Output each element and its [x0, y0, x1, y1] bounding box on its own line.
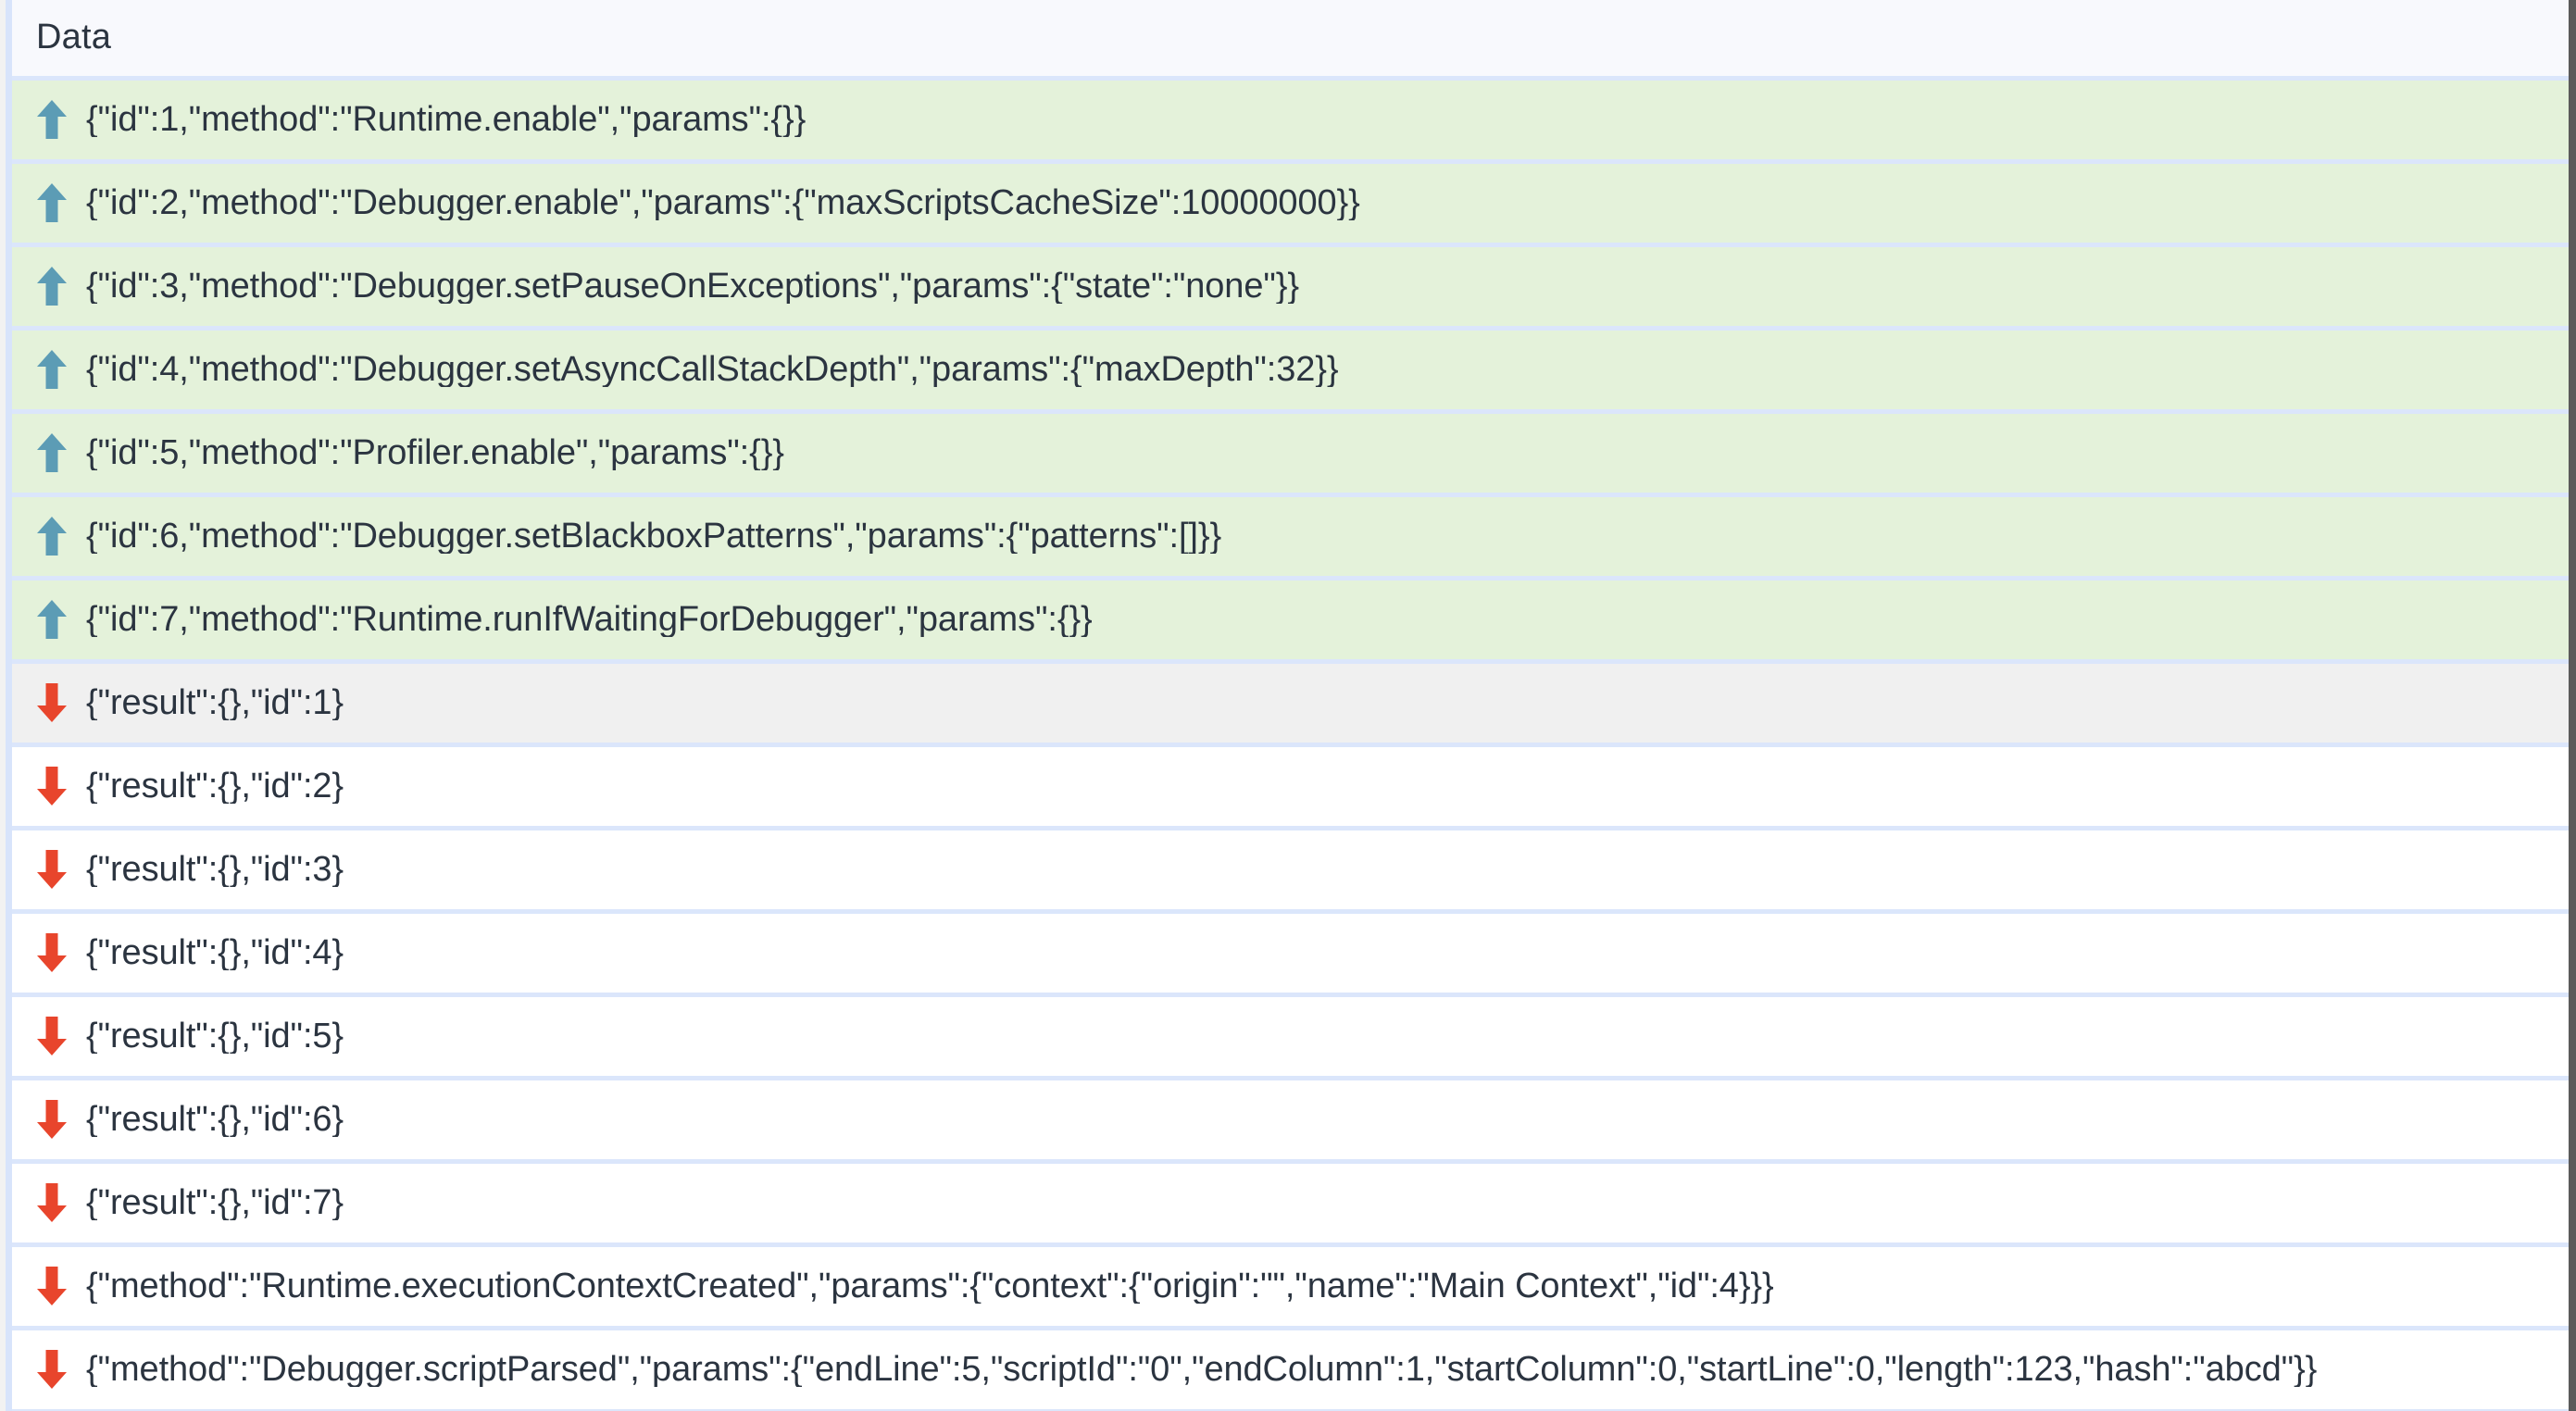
arrow-down-icon: [36, 931, 68, 974]
arrow-down-icon: [36, 1348, 68, 1391]
arrow-down-icon: [36, 1098, 68, 1141]
arrow-down-icon: [36, 681, 68, 724]
row-content: {"id":7,"method":"Runtime.runIfWaitingFo…: [36, 581, 2569, 657]
row-content: {"id":4,"method":"Debugger.setAsyncCallS…: [36, 331, 2569, 407]
message-cell[interactable]: {"id":5,"method":"Profiler.enable","para…: [6, 411, 2569, 497]
table-row-received[interactable]: {"result":{},"id":4}: [6, 911, 2569, 997]
message-cell[interactable]: {"result":{},"id":2}: [6, 744, 2569, 830]
message-cell[interactable]: {"result":{},"id":5}: [6, 994, 2569, 1080]
row-content: {"result":{},"id":6}: [36, 1080, 2569, 1157]
message-cell[interactable]: {"method":"Debugger.scriptParsed","param…: [6, 1328, 2569, 1411]
message-cell[interactable]: {"id":6,"method":"Debugger.setBlackboxPa…: [6, 494, 2569, 581]
message-cell[interactable]: {"result":{},"id":4}: [6, 911, 2569, 997]
message-cell[interactable]: {"result":{},"id":7}: [6, 1161, 2569, 1247]
message-text: {"method":"Debugger.scriptParsed","param…: [86, 1352, 2318, 1387]
arrow-up-icon: [36, 348, 68, 391]
row-content: {"id":2,"method":"Debugger.enable","para…: [36, 164, 2569, 241]
arrow-up-icon: [36, 598, 68, 641]
message-text: {"result":{},"id":6}: [86, 1102, 344, 1137]
table-row-sent[interactable]: {"id":6,"method":"Debugger.setBlackboxPa…: [6, 494, 2569, 581]
message-log-table: Data {"id":1,"method":"Runtime.enable","…: [6, 0, 2569, 1411]
arrow-up-icon: [36, 431, 68, 474]
row-content: {"id":3,"method":"Debugger.setPauseOnExc…: [36, 247, 2569, 324]
row-content: {"method":"Debugger.scriptParsed","param…: [36, 1330, 2569, 1407]
table-header-row: Data: [6, 0, 2569, 81]
row-content: {"result":{},"id":2}: [36, 747, 2569, 824]
message-cell[interactable]: {"result":{},"id":6}: [6, 1078, 2569, 1164]
table-row-received[interactable]: {"result":{},"id":6}: [6, 1078, 2569, 1164]
row-content: {"result":{},"id":5}: [36, 997, 2569, 1074]
row-content: {"id":5,"method":"Profiler.enable","para…: [36, 414, 2569, 491]
table-row-received[interactable]: {"result":{},"id":1}: [6, 661, 2569, 747]
message-cell[interactable]: {"id":1,"method":"Runtime.enable","param…: [6, 78, 2569, 164]
message-text: {"id":1,"method":"Runtime.enable","param…: [86, 102, 807, 137]
message-text: {"result":{},"id":5}: [86, 1018, 344, 1054]
row-content: {"result":{},"id":7}: [36, 1164, 2569, 1241]
table-row-sent[interactable]: {"id":5,"method":"Profiler.enable","para…: [6, 411, 2569, 497]
message-text: {"result":{},"id":3}: [86, 852, 344, 887]
message-text: {"result":{},"id":2}: [86, 768, 344, 804]
table-row-sent[interactable]: {"id":1,"method":"Runtime.enable","param…: [6, 78, 2569, 164]
message-text: {"id":7,"method":"Runtime.runIfWaitingFo…: [86, 602, 1093, 637]
arrow-down-icon: [36, 848, 68, 891]
arrow-up-icon: [36, 265, 68, 307]
row-content: {"result":{},"id":3}: [36, 830, 2569, 907]
table-row-sent[interactable]: {"id":3,"method":"Debugger.setPauseOnExc…: [6, 244, 2569, 331]
message-text: {"result":{},"id":1}: [86, 685, 344, 720]
message-cell[interactable]: {"result":{},"id":1}: [6, 661, 2569, 747]
message-text: {"id":3,"method":"Debugger.setPauseOnExc…: [86, 268, 1299, 304]
table-row-received[interactable]: {"result":{},"id":7}: [6, 1161, 2569, 1247]
arrow-down-icon: [36, 1265, 68, 1307]
message-cell[interactable]: {"id":4,"method":"Debugger.setAsyncCallS…: [6, 328, 2569, 414]
arrow-up-icon: [36, 98, 68, 141]
message-cell[interactable]: {"id":3,"method":"Debugger.setPauseOnExc…: [6, 244, 2569, 331]
table-row-sent[interactable]: {"id":2,"method":"Debugger.enable","para…: [6, 161, 2569, 247]
arrow-down-icon: [36, 1015, 68, 1057]
message-cell[interactable]: {"id":7,"method":"Runtime.runIfWaitingFo…: [6, 578, 2569, 664]
message-text: {"result":{},"id":4}: [86, 935, 344, 970]
message-text: {"id":4,"method":"Debugger.setAsyncCallS…: [86, 352, 1339, 387]
table-row-received[interactable]: {"result":{},"id":3}: [6, 828, 2569, 914]
message-text: {"id":2,"method":"Debugger.enable","para…: [86, 185, 1360, 220]
table-body: {"id":1,"method":"Runtime.enable","param…: [6, 78, 2569, 1411]
message-text: {"id":6,"method":"Debugger.setBlackboxPa…: [86, 518, 1222, 554]
table-row-received[interactable]: {"result":{},"id":5}: [6, 994, 2569, 1080]
table-row-received[interactable]: {"method":"Debugger.scriptParsed","param…: [6, 1328, 2569, 1411]
message-cell[interactable]: {"result":{},"id":3}: [6, 828, 2569, 914]
row-content: {"result":{},"id":1}: [36, 664, 2569, 741]
table-row-received[interactable]: {"method":"Runtime.executionContextCreat…: [6, 1244, 2569, 1330]
message-text: {"id":5,"method":"Profiler.enable","para…: [86, 435, 784, 470]
table-row-sent[interactable]: {"id":7,"method":"Runtime.runIfWaitingFo…: [6, 578, 2569, 664]
arrow-up-icon: [36, 515, 68, 557]
table-row-received[interactable]: {"result":{},"id":2}: [6, 744, 2569, 830]
row-content: {"method":"Runtime.executionContextCreat…: [36, 1247, 2569, 1324]
message-text: {"method":"Runtime.executionContextCreat…: [86, 1268, 1774, 1304]
row-content: {"id":6,"method":"Debugger.setBlackboxPa…: [36, 497, 2569, 574]
message-cell[interactable]: {"id":2,"method":"Debugger.enable","para…: [6, 161, 2569, 247]
arrow-down-icon: [36, 765, 68, 807]
message-cell[interactable]: {"method":"Runtime.executionContextCreat…: [6, 1244, 2569, 1330]
arrow-up-icon: [36, 181, 68, 224]
column-header-data[interactable]: Data: [6, 0, 2569, 81]
row-content: {"id":1,"method":"Runtime.enable","param…: [36, 81, 2569, 157]
table-header: Data: [6, 0, 2569, 81]
arrow-down-icon: [36, 1181, 68, 1224]
row-content: {"result":{},"id":4}: [36, 914, 2569, 991]
message-text: {"result":{},"id":7}: [86, 1185, 344, 1220]
table-row-sent[interactable]: {"id":4,"method":"Debugger.setAsyncCallS…: [6, 328, 2569, 414]
